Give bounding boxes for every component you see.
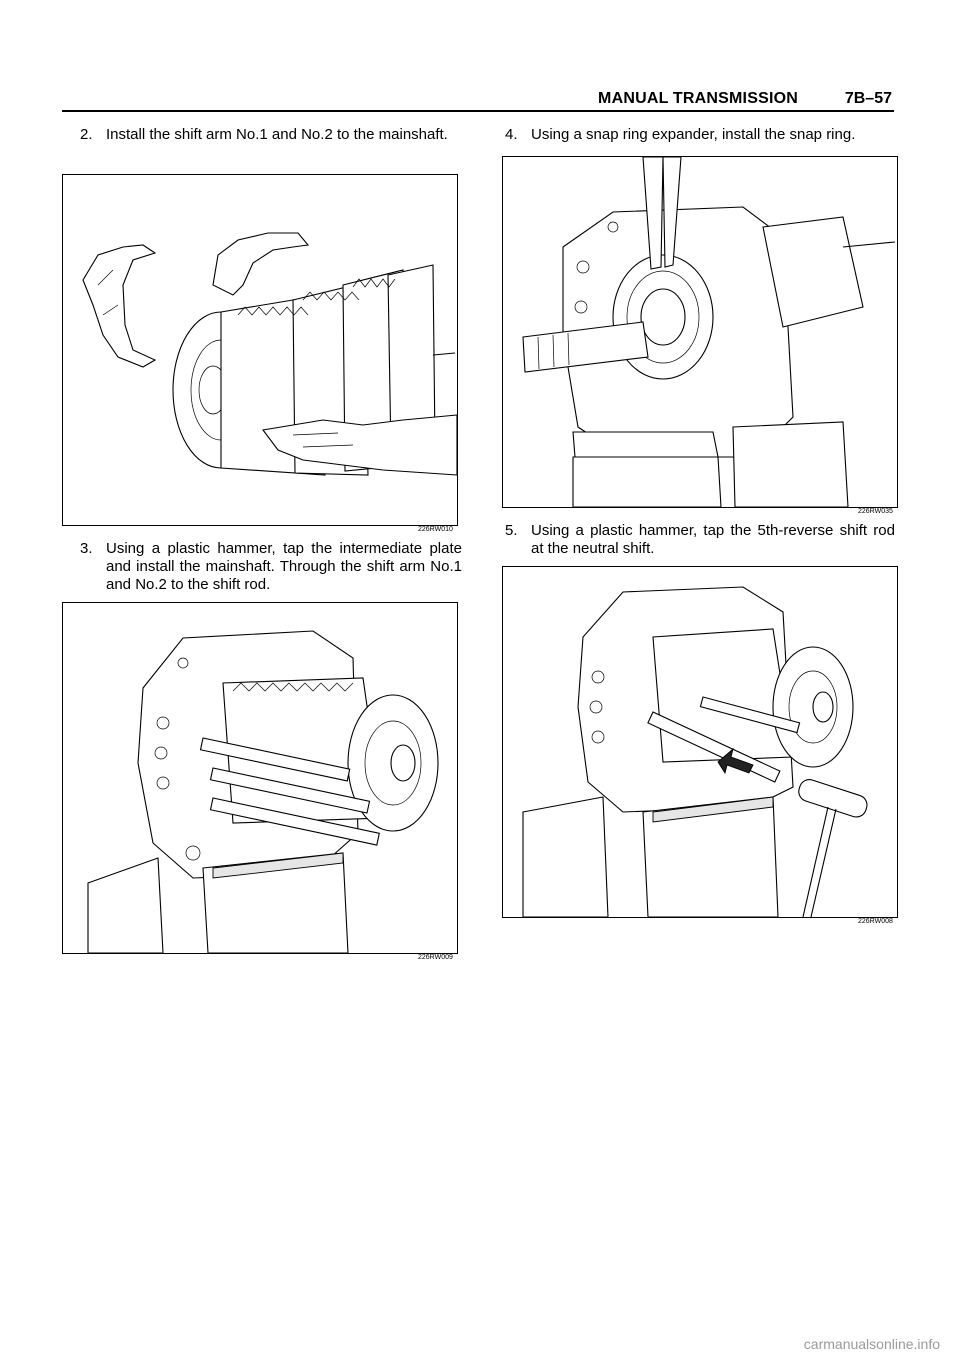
step-number: 2. — [80, 126, 93, 143]
figure-shift-rod-tap — [502, 566, 898, 918]
page-header: MANUAL TRANSMISSION 7B–57 — [62, 88, 894, 112]
figure-snap-ring — [502, 156, 898, 508]
figure-code: 226RW008 — [858, 918, 893, 925]
figure-code: 226RW009 — [418, 954, 453, 961]
illustration-shift-rod-tap — [522, 586, 868, 917]
step-2: 2. Install the shift arm No.1 and No.2 t… — [80, 126, 462, 166]
figure-code: 226RW035 — [858, 508, 893, 515]
watermark: carmanualsonline.info — [803, 1336, 940, 1352]
step-text: Install the shift arm No.1 and No.2 to t… — [106, 126, 448, 143]
step-number: 4. — [505, 126, 518, 143]
step-text: Using a plastic hammer, tap the 5th-reve… — [531, 522, 895, 557]
step-number: 5. — [505, 522, 518, 539]
illustration-intermediate-plate — [87, 630, 439, 953]
step-text: Using a plastic hammer, tap the intermed… — [106, 540, 462, 593]
step-4: 4. Using a snap ring expander, install t… — [505, 126, 895, 146]
step-3: 3. Using a plastic hammer, tap the inter… — [80, 540, 462, 596]
step-number: 3. — [80, 540, 93, 557]
step-5: 5. Using a plastic hammer, tap the 5th-r… — [505, 522, 895, 562]
illustration-snap-ring — [522, 157, 896, 507]
step-text: Using a snap ring expander, install the … — [531, 126, 856, 143]
figure-code: 226RW010 — [418, 526, 453, 533]
figure-shift-arms-mainshaft — [62, 174, 458, 526]
page-number: 7B–57 — [844, 90, 892, 107]
figure-intermediate-plate — [62, 602, 458, 954]
illustration-shift-arms — [82, 232, 457, 476]
section-title: MANUAL TRANSMISSION — [598, 90, 798, 107]
